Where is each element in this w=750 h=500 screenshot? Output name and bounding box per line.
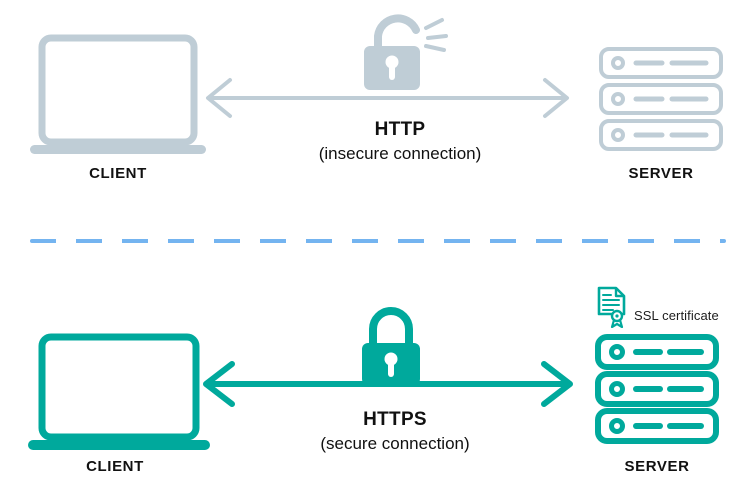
http-server-label: SERVER xyxy=(628,165,694,182)
http-client-label: CLIENT xyxy=(89,165,147,182)
unlocked-padlock-icon xyxy=(356,12,456,97)
http-protocol-text: HTTP (insecure connection) xyxy=(275,118,525,166)
ssl-certificate-icon xyxy=(596,286,630,333)
locked-padlock-icon xyxy=(358,305,424,390)
https-client-label: CLIENT xyxy=(86,458,144,475)
https-connection-arrow-icon xyxy=(198,360,578,413)
https-protocol-name: HTTPS xyxy=(363,409,427,430)
https-protocol-description: (secure connection) xyxy=(320,434,470,453)
http-server-rack-icon xyxy=(598,46,724,159)
http-protocol-description: (insecure connection) xyxy=(318,144,482,163)
http-protocol-name: HTTP xyxy=(374,119,426,140)
https-server-rack-icon xyxy=(594,333,720,450)
https-protocol-text: HTTPS (secure connection) xyxy=(270,408,520,456)
http-connection-arrow-icon xyxy=(200,74,575,127)
https-server-label: SERVER xyxy=(624,458,690,475)
http-client-laptop-icon xyxy=(28,32,208,162)
dashed-divider xyxy=(30,239,726,243)
https-client-laptop-icon xyxy=(26,332,212,459)
ssl-certificate-label: SSL certificate xyxy=(634,308,719,323)
